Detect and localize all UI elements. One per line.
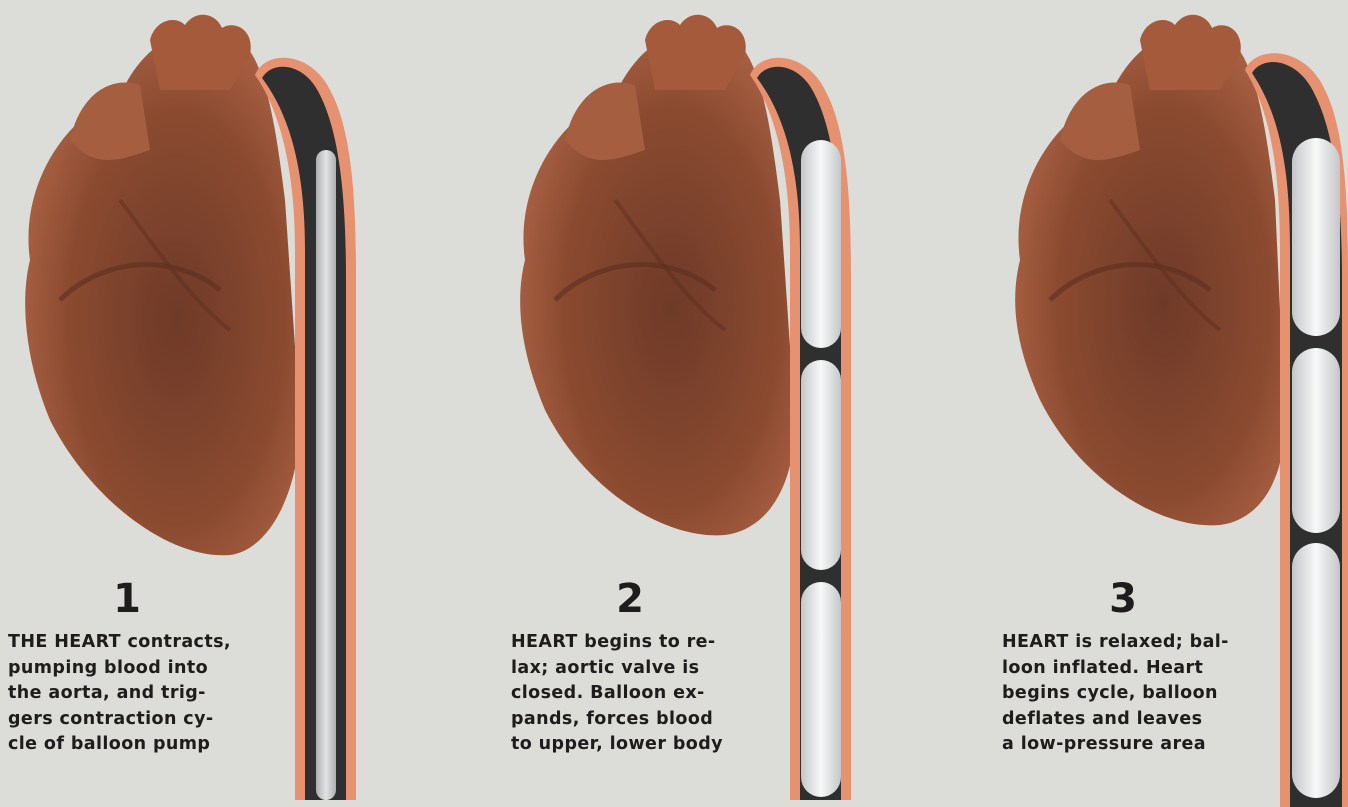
step-number: 2 [595, 576, 665, 622]
caption-line: deflates and leaves [1002, 707, 1260, 733]
step-caption: HEART begins to re- lax; aortic valve is… [511, 630, 769, 780]
caption-line: to upper, lower body [511, 732, 769, 758]
balloon-catheter [316, 150, 336, 800]
caption-line: closed. Balloon ex- [511, 681, 769, 707]
caption-line: loon inflated. Heart [1002, 656, 1260, 682]
caption-line: lax; aortic valve is [511, 656, 769, 682]
heart [1015, 15, 1285, 526]
balloon-catheter [801, 140, 841, 797]
heart [520, 15, 795, 536]
step-number: 3 [1088, 576, 1158, 622]
caption-line: HEART begins to re- [511, 630, 769, 656]
caption-line: a low-pressure area [1002, 732, 1260, 758]
panel-3: 3 HEART is relaxed; bal- loon inflated. … [990, 0, 1348, 807]
caption-line: HEART is relaxed; bal- [1002, 630, 1260, 656]
caption-line: pands, forces blood [511, 707, 769, 733]
panel-1: 1 THE HEART contracts, pumping blood int… [0, 0, 450, 807]
step-number: 1 [92, 576, 162, 622]
caption-line: THE HEART contracts, [8, 630, 266, 656]
balloon-catheter [1292, 138, 1340, 798]
heart [25, 15, 300, 555]
caption-line: cle of balloon pump [8, 732, 266, 758]
step-caption: HEART is relaxed; bal- loon inflated. He… [1002, 630, 1260, 780]
caption-line: pumping blood into [8, 656, 266, 682]
caption-line: begins cycle, balloon [1002, 681, 1260, 707]
step-caption: THE HEART contracts, pumping blood into … [8, 630, 266, 780]
caption-line: gers contraction cy- [8, 707, 266, 733]
caption-line: the aorta, and trig- [8, 681, 266, 707]
panel-2: 2 HEART begins to re- lax; aortic valve … [495, 0, 945, 807]
